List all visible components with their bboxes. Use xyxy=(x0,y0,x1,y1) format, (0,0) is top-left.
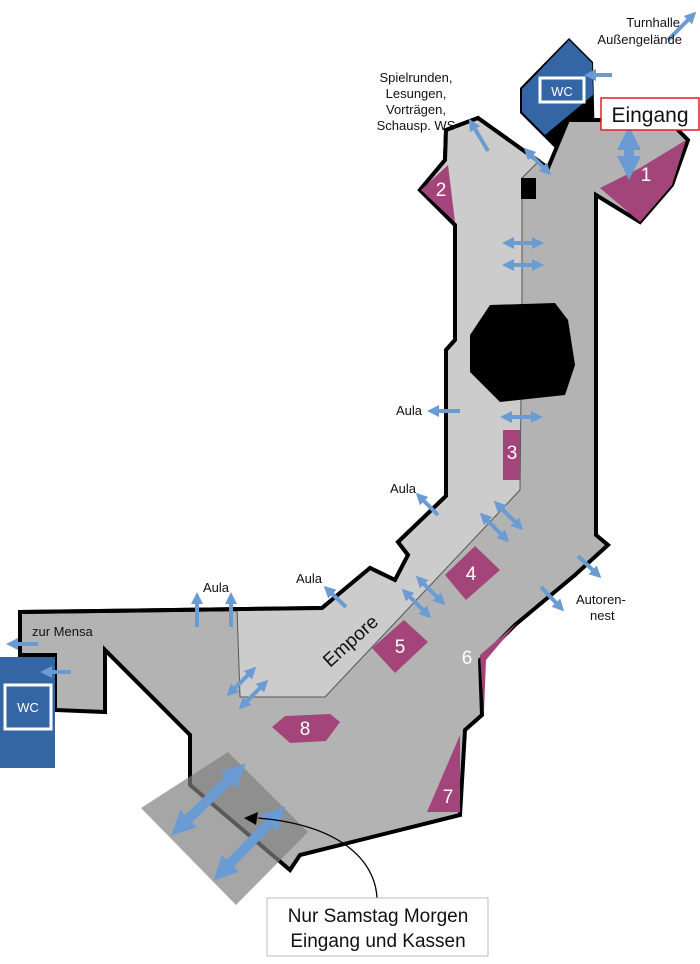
station-3[interactable]: 3 xyxy=(503,430,520,480)
svg-text:6: 6 xyxy=(462,648,473,669)
turnhalle-label: Turnhalle xyxy=(626,15,680,30)
station-6[interactable]: 6 xyxy=(462,623,517,712)
pillar xyxy=(521,178,536,199)
wc-label-top: WC xyxy=(551,84,573,99)
station-2[interactable]: 2 xyxy=(421,165,455,222)
station-8[interactable]: 8 xyxy=(272,714,340,743)
station-1[interactable]: 1 xyxy=(600,140,686,222)
wc-label-left: WC xyxy=(17,700,39,715)
aula-label-1: Aula xyxy=(396,403,423,418)
lesungen-label: Lesungen, xyxy=(386,86,447,101)
svg-text:4: 4 xyxy=(466,564,477,585)
svg-text:2: 2 xyxy=(436,180,447,201)
aussengelaende-label: Außengelände xyxy=(597,32,682,47)
svg-text:Eingang und Kassen: Eingang und Kassen xyxy=(290,931,465,952)
aula-label-3: Aula xyxy=(296,571,323,586)
aula-label-2: Aula xyxy=(390,481,417,496)
svg-text:Eingang: Eingang xyxy=(611,104,688,127)
svg-text:3: 3 xyxy=(507,443,518,464)
autorennest-label-2: nest xyxy=(590,608,615,623)
stairwell-block xyxy=(470,303,575,402)
floor-area xyxy=(18,115,691,873)
callout-pointer xyxy=(257,817,378,899)
station-5[interactable]: 5 xyxy=(372,620,428,673)
station-7[interactable]: 7 xyxy=(427,735,460,812)
vortraege-label: Vorträgen, xyxy=(386,102,446,117)
svg-text:5: 5 xyxy=(395,637,406,658)
svg-text:8: 8 xyxy=(300,719,311,740)
svg-text:Nur Samstag Morgen: Nur Samstag Morgen xyxy=(288,906,469,927)
eingang-sign: Eingang xyxy=(600,97,700,131)
zur-mensa-label: zur Mensa xyxy=(32,624,93,639)
direction-arrows xyxy=(6,11,697,881)
svg-text:7: 7 xyxy=(443,787,454,808)
station-4[interactable]: 4 xyxy=(445,546,500,600)
aula-label-4: Aula xyxy=(203,580,230,595)
saturday-entrance-callout: Nur Samstag Morgen Eingang und Kassen xyxy=(266,897,489,957)
schauspiel-ws-label: Schausp. WS xyxy=(377,118,456,133)
autorennest-label-1: Autoren- xyxy=(576,592,626,607)
svg-text:1: 1 xyxy=(641,165,652,186)
spielrunden-label: Spielrunden, xyxy=(380,70,453,85)
